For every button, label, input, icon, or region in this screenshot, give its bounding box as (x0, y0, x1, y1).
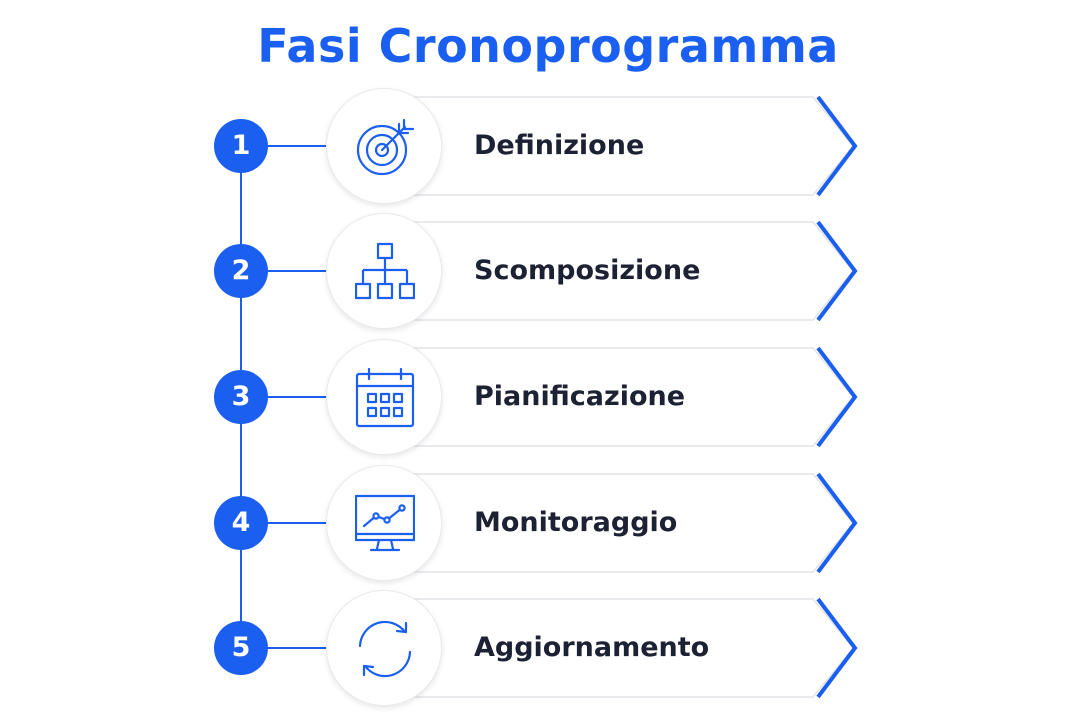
step-number-badge: 4 (214, 496, 268, 550)
step-number-badge: 1 (214, 119, 268, 173)
step-card-2 (384, 220, 858, 322)
refresh-icon (358, 620, 412, 678)
step-5: 5 Aggiornamento (0, 588, 1080, 708)
target-icon (356, 118, 415, 176)
step-number-badge: 2 (214, 244, 268, 298)
step-label: Scomposizione (474, 255, 701, 286)
step-icon-circle (326, 465, 442, 581)
connector (268, 145, 326, 147)
step-number-badge: 3 (214, 370, 268, 424)
step-icon-circle (326, 590, 442, 706)
step-4: 4 Monitoraggio (0, 463, 1080, 583)
calendar-icon (355, 368, 415, 428)
step-card-5 (384, 597, 858, 699)
diagram-title: Fasi Cronoprogramma (257, 19, 839, 73)
step-icon-circle (326, 339, 442, 455)
step-icon-circle (326, 88, 442, 204)
connector (268, 522, 326, 524)
step-card-1 (384, 95, 858, 197)
step-label: Aggiornamento (474, 632, 710, 663)
step-3: 3 Pianificazione (0, 337, 1080, 457)
step-card-4 (384, 472, 858, 574)
step-label: Pianificazione (474, 381, 686, 412)
monitor-chart-icon (355, 494, 415, 552)
step-card-3 (384, 346, 858, 448)
step-2: 2 Scomposizione (0, 211, 1080, 331)
step-1: 1 Definizione (0, 86, 1080, 206)
step-icon-circle (326, 213, 442, 329)
step-label: Definizione (474, 130, 645, 161)
connector (268, 647, 326, 649)
step-number-badge: 5 (214, 621, 268, 675)
hierarchy-icon (355, 242, 415, 300)
connector (268, 270, 326, 272)
step-label: Monitoraggio (474, 507, 678, 538)
connector (268, 396, 326, 398)
